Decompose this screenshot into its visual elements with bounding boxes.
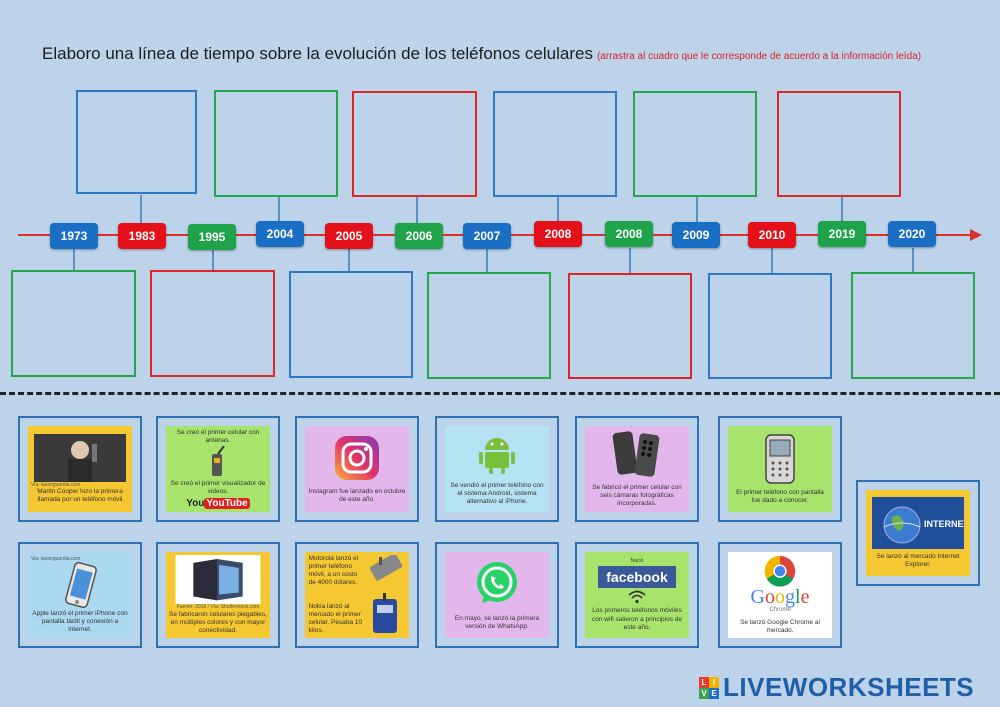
year-badge-2008-b: 2008: [605, 221, 653, 247]
drop-slot-bottom-4[interactable]: [427, 272, 551, 379]
drop-slot-bottom-3[interactable]: [289, 271, 413, 378]
drag-card-foldable[interactable]: Fuente: 2019 / Vía: Shutterstock.com Se …: [156, 542, 280, 648]
card-caption-bottom: Nokia lanzó al mercado el primer celular…: [308, 602, 363, 634]
card-caption: Se lanzó al mercado Internet Explorer.: [876, 552, 960, 568]
connector: [557, 197, 559, 223]
android-icon: [479, 437, 515, 474]
drop-slot-top-5[interactable]: [633, 91, 757, 197]
card-caption: Se fabricó el primer celular con seis cá…: [592, 483, 682, 508]
card-caption: Se lanzó Google Chrome al mercado.: [740, 618, 820, 634]
card-caption: Martin Cooper hizo la primera llamada po…: [37, 488, 123, 504]
photo-credit: Via: lavanguardia.com: [31, 555, 81, 562]
drag-card-motorola-nokia[interactable]: Motorola lanzó el primer teléfono móvil,…: [295, 542, 419, 648]
old-phones-icon: [370, 555, 403, 633]
year-badge-2020: 2020: [888, 221, 936, 247]
connector: [348, 248, 350, 271]
instagram-icon: [335, 435, 379, 480]
year-badge-2007: 2007: [463, 223, 511, 249]
drop-slot-bottom-1[interactable]: [11, 270, 136, 377]
year-badge-2008-a: 2008: [534, 221, 582, 247]
drop-slot-bottom-6[interactable]: [708, 273, 832, 379]
drop-slot-top-3[interactable]: [352, 91, 477, 197]
wifi-icon: [628, 591, 646, 604]
drag-card-screen-phone[interactable]: El primer teléfono con pantalla fue dado…: [718, 416, 842, 522]
whatsapp-icon: [477, 561, 517, 603]
drag-card-instagram[interactable]: Instagram fue lanzado en octubre de este…: [295, 416, 419, 522]
card-caption: Los primeros teléfonos móviles con wifi …: [592, 607, 682, 631]
drag-card-whatsapp[interactable]: En mayo, se lanzó la primera versión de …: [435, 542, 559, 648]
drag-card-chrome[interactable]: Google Chrome Se lanzó Google Chrome al …: [718, 542, 842, 648]
liveworksheets-logo: L I V E LIVEWORKSHEETS: [699, 672, 974, 703]
card-caption: Se vendió el primer teléfono con el sist…: [450, 481, 544, 506]
drop-slot-bottom-2[interactable]: [150, 270, 275, 377]
year-badge-1983: 1983: [118, 223, 166, 249]
iphone-icon: [65, 561, 97, 608]
drag-card-android[interactable]: Se vendió el primer teléfono con el sist…: [435, 416, 559, 522]
connector: [912, 248, 914, 272]
drop-slot-bottom-5[interactable]: [568, 273, 692, 379]
drag-card-antennas-youtube[interactable]: Se creó el primer celular con antenas. S…: [156, 416, 280, 522]
six-camera-phone-icon: [612, 431, 660, 477]
connector: [629, 248, 631, 273]
card-caption: Instagram fue lanzado en octubre de este…: [308, 487, 406, 503]
drop-slot-top-2[interactable]: [214, 90, 338, 197]
drag-card-martin-cooper[interactable]: Via: lavanguardia.com Martin Cooper hizo…: [18, 416, 142, 522]
drag-card-six-cameras[interactable]: Se fabricó el primer celular con seis cá…: [575, 416, 699, 522]
connector: [696, 197, 698, 223]
drag-card-iphone[interactable]: Via: lavanguardia.com Apple lanzó el pri…: [18, 542, 142, 648]
connector: [278, 197, 280, 223]
year-badge-2010: 2010: [748, 222, 796, 248]
title-text: Elaboro una línea de tiempo sobre la evo…: [42, 44, 593, 63]
year-badge-2019: 2019: [818, 221, 866, 247]
chrome-text: Chrome: [769, 607, 791, 614]
youtube-text: YouTube: [204, 497, 250, 509]
card-caption: Apple lanzó el primer iPhone con pantall…: [32, 609, 128, 634]
internet-globe-icon: INTERNET: [872, 496, 964, 549]
section-divider: [0, 392, 1000, 395]
drop-slot-bottom-7[interactable]: [851, 272, 975, 379]
card-caption-top: Se creó el primer celular con antenas.: [176, 429, 260, 445]
drag-card-facebook-wifi[interactable]: Nació facebook Los primeros teléfonos mó…: [575, 542, 699, 648]
photo-credit: Via: lavanguardia.com: [31, 481, 81, 488]
timeline-arrow-icon: [970, 229, 982, 241]
year-badge-2005: 2005: [325, 223, 373, 249]
drop-slot-top-4[interactable]: [493, 91, 617, 197]
year-badge-2004: 2004: [256, 221, 304, 247]
card-caption: En mayo, se lanzó la primera versión de …: [454, 614, 540, 630]
connector: [486, 248, 488, 272]
year-badge-2009: 2009: [672, 222, 720, 248]
card-caption-top: Motorola lanzó el primer teléfono móvil,…: [308, 555, 359, 587]
liveworksheets-mark-icon: L I V E: [699, 676, 719, 699]
drop-slot-top-6[interactable]: [777, 91, 901, 197]
connector: [841, 197, 843, 223]
foldable-phone-photo: [175, 555, 261, 605]
year-badge-1995: 1995: [188, 224, 236, 250]
internet-label: INTERNET: [924, 519, 964, 529]
connector: [416, 197, 418, 223]
card-caption: El primer teléfono con pantalla fue dado…: [736, 488, 824, 504]
drag-card-internet-explorer[interactable]: INTERNET Se lanzó al mercado Internet Ex…: [856, 480, 980, 586]
card-caption: Se fabricaron celulares plegables, en mú…: [169, 610, 267, 634]
blackberry-phone-icon: [765, 434, 795, 484]
google-logo: Google: [750, 586, 810, 609]
martin-cooper-photo: [34, 433, 126, 482]
connector: [771, 248, 773, 273]
chrome-icon: [764, 555, 796, 587]
card-header: Nació: [630, 558, 644, 565]
year-badge-2006: 2006: [395, 223, 443, 249]
liveworksheets-text: LIVEWORKSHEETS: [723, 672, 975, 702]
year-badge-1973: 1973: [50, 223, 98, 249]
connector: [140, 195, 142, 225]
antenna-phone-icon: [212, 445, 225, 476]
connector: [212, 248, 214, 270]
connector: [73, 248, 75, 270]
card-caption-mid: Se creó el primer visualizador de videos…: [170, 479, 266, 495]
instruction-text: (arrastra al cuadro que le corresponde d…: [596, 51, 922, 62]
photo-credit: Fuente: 2019 / Vía: Shutterstock.com: [176, 604, 260, 611]
drop-slot-top-1[interactable]: [76, 90, 197, 194]
facebook-logo: facebook: [598, 566, 676, 589]
page-title: Elaboro una línea de tiempo sobre la evo…: [42, 44, 921, 64]
